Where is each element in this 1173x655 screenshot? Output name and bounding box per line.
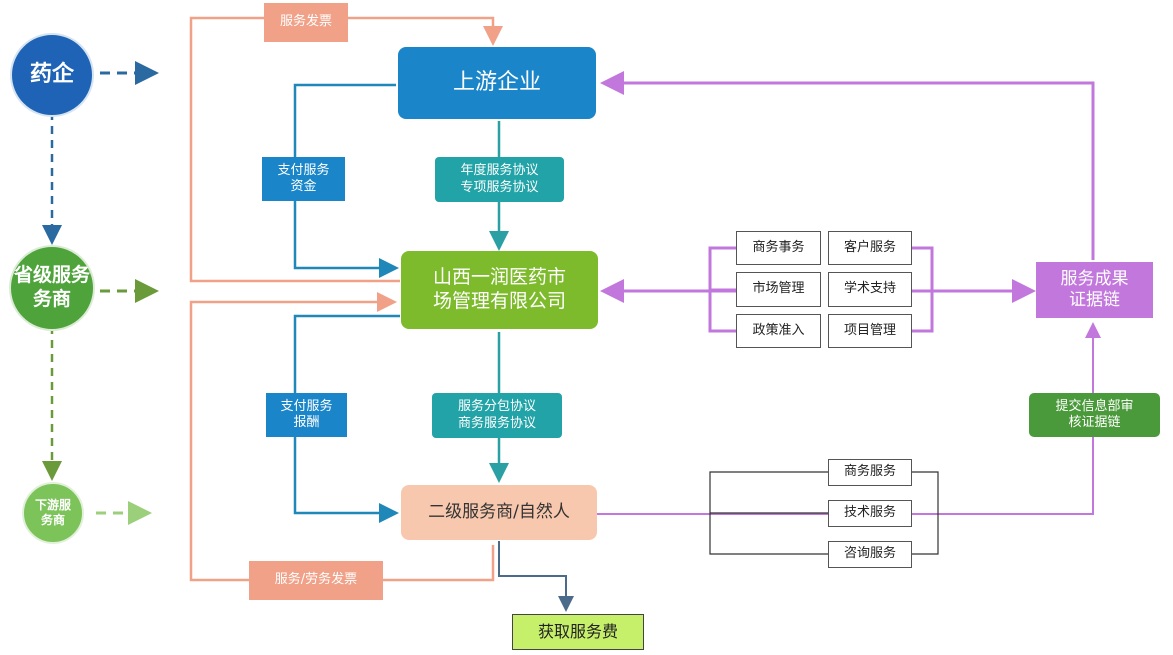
labor-invoice-label: 服务/劳务发票	[249, 561, 383, 600]
service-fee-node: 获取服务费	[512, 614, 644, 650]
service-commercial: 商务服务	[828, 459, 912, 486]
service-academic-support: 学术支持	[828, 272, 912, 307]
evidence-chain-node: 服务成果 证据链	[1036, 262, 1153, 318]
submit-review-label: 提交信息部审 核证据链	[1029, 393, 1160, 437]
service-customer: 客户服务	[828, 231, 912, 265]
secondary-provider-node: 二级服务商/自然人	[401, 485, 597, 540]
service-consulting: 咨询服务	[828, 541, 912, 568]
subcontract-agreement-label: 服务分包协议 商务服务协议	[432, 393, 562, 438]
service-market-management: 市场管理	[736, 272, 821, 307]
service-business-affairs: 商务事务	[736, 231, 821, 265]
annual-agreement-label: 年度服务协议 专项服务协议	[435, 157, 564, 202]
service-invoice-label: 服务发票	[264, 3, 348, 42]
stage-pharma-circle: 药企	[10, 33, 94, 117]
service-technical: 技术服务	[828, 500, 912, 527]
pay-funds-label: 支付服务 资金	[262, 157, 345, 201]
service-project-management: 项目管理	[828, 314, 912, 348]
upstream-enterprise-node: 上游企业	[398, 47, 596, 119]
pay-reward-label: 支付服务 报酬	[266, 393, 347, 437]
service-policy-access: 政策准入	[736, 314, 821, 348]
stage-downstream-circle: 下游服 务商	[22, 482, 84, 544]
company-node: 山西一润医药市 场管理有限公司	[401, 251, 598, 329]
stage-provincial-circle: 省级服务 务商	[9, 245, 95, 331]
